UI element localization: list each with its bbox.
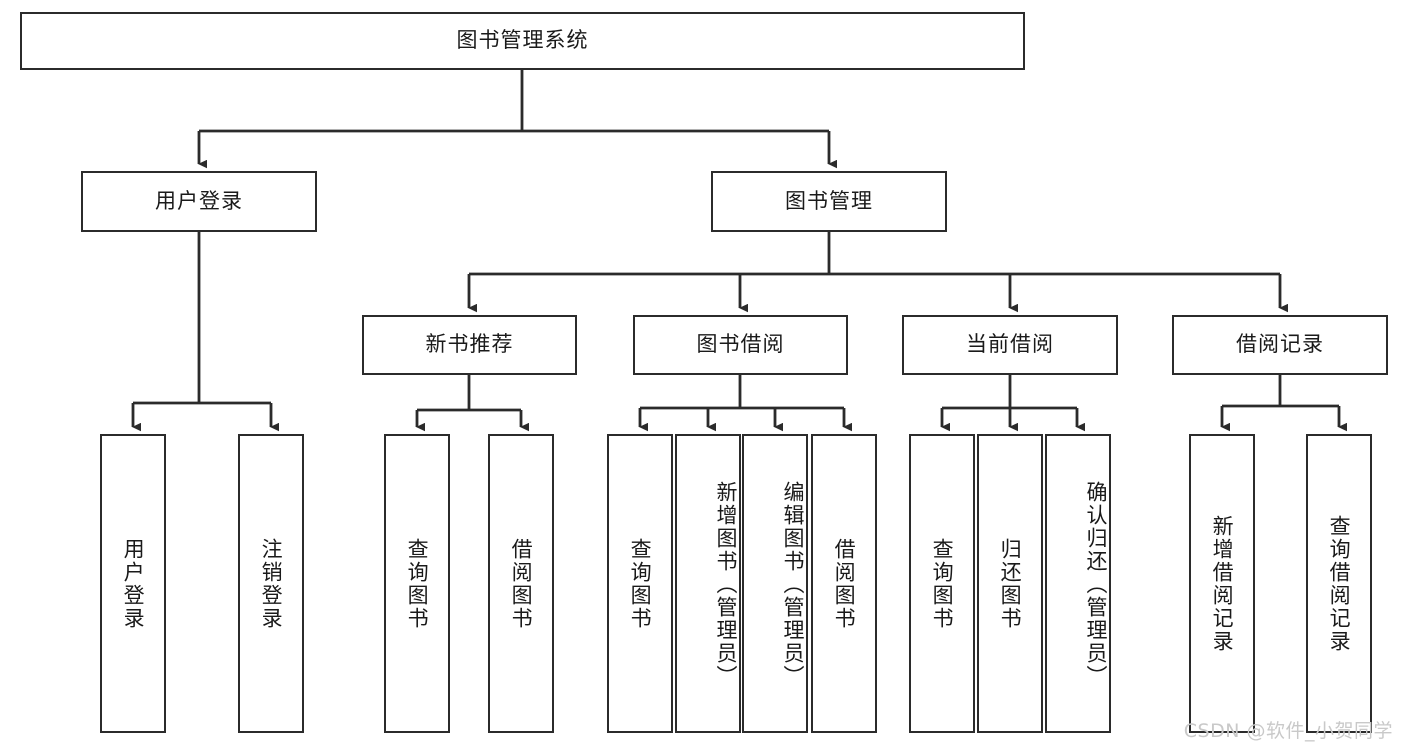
- leaf-query-book-current[interactable]: 查询图书: [909, 434, 975, 733]
- node-label: 图书借阅: [696, 332, 785, 357]
- node-label: 借阅记录: [1236, 332, 1324, 357]
- node-root-system[interactable]: 图书管理系统: [20, 12, 1025, 70]
- node-label: 借阅图书: [509, 537, 534, 630]
- node-label: 注销登录: [259, 537, 284, 630]
- leaf-user-logout[interactable]: 注销登录: [238, 434, 304, 733]
- node-label: 图书管理系统: [456, 28, 589, 53]
- node-label: 归还图书: [998, 537, 1023, 630]
- leaf-user-login[interactable]: 用户登录: [100, 434, 166, 733]
- leaf-borrow-book-recommend[interactable]: 借阅图书: [488, 434, 554, 733]
- node-new-book-recommend[interactable]: 新书推荐: [362, 315, 577, 375]
- node-current-borrow[interactable]: 当前借阅: [902, 315, 1118, 375]
- leaf-add-borrow-record[interactable]: 新增借阅记录: [1189, 434, 1255, 733]
- node-label: 用户登录: [155, 188, 243, 213]
- node-label: 查询借阅记录: [1327, 514, 1352, 653]
- node-label: 用户登录: [121, 537, 146, 630]
- node-label: 图书管理: [785, 188, 873, 213]
- leaf-borrow-book[interactable]: 借阅图书: [811, 434, 877, 733]
- node-label: 借阅图书: [832, 537, 857, 630]
- node-label: 编辑图书（管理员）: [781, 481, 805, 688]
- node-borrow-record[interactable]: 借阅记录: [1172, 315, 1388, 375]
- leaf-add-book-admin[interactable]: 新增图书（管理员）: [675, 434, 741, 733]
- leaf-confirm-return-admin[interactable]: 确认归还（管理员）: [1045, 434, 1111, 733]
- leaf-query-book-borrow[interactable]: 查询图书: [607, 434, 673, 733]
- leaf-query-book-recommend[interactable]: 查询图书: [384, 434, 450, 733]
- node-label: 新增图书（管理员）: [714, 481, 738, 688]
- leaf-edit-book-admin[interactable]: 编辑图书（管理员）: [742, 434, 808, 733]
- csdn-watermark: CSDN @软件_小贺同学: [1183, 720, 1393, 742]
- node-book-borrow[interactable]: 图书借阅: [633, 315, 848, 375]
- leaf-return-book[interactable]: 归还图书: [977, 434, 1043, 733]
- node-label: 当前借阅: [966, 332, 1054, 357]
- node-book-management[interactable]: 图书管理: [711, 171, 947, 232]
- node-label: 新书推荐: [425, 332, 514, 357]
- node-label: 查询图书: [930, 537, 955, 630]
- leaf-query-borrow-record[interactable]: 查询借阅记录: [1306, 434, 1372, 733]
- node-label: 确认归还（管理员）: [1084, 481, 1108, 688]
- node-label: 查询图书: [405, 537, 430, 630]
- node-user-login[interactable]: 用户登录: [81, 171, 317, 232]
- node-label: 新增借阅记录: [1210, 514, 1235, 653]
- node-label: 查询图书: [628, 537, 653, 630]
